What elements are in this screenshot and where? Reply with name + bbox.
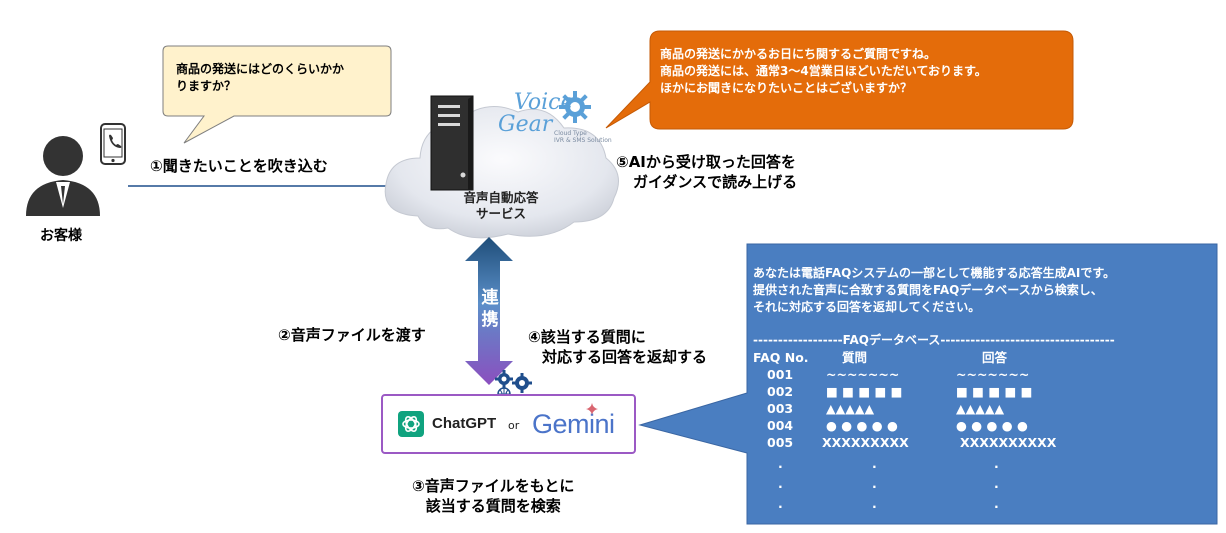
- smartphone-icon: [100, 123, 126, 165]
- reply-speech-bubble: [605, 30, 1074, 130]
- faq-col-no: FAQ No.: [753, 350, 809, 365]
- gemini-label: Gemini: [532, 409, 615, 439]
- chatgpt-icon: [398, 411, 424, 437]
- faq-intro: あなたは電話FAQシステムの一部として機能する応答生成AIです。 提供された音声…: [753, 266, 1116, 314]
- logo-word-gear: Gear: [498, 112, 553, 137]
- faq-db-header: ------------------FAQデータベース-------------…: [753, 333, 1115, 347]
- gemini-sparkle-icon: [586, 403, 598, 415]
- logo-tagline: Cloud Type IVR & SMS Solution: [554, 130, 612, 144]
- faq-panel: [638, 243, 1218, 525]
- customer-person-icon: [26, 136, 100, 216]
- chatgpt-label: ChatGPT: [432, 415, 497, 432]
- step2-label: ②音声ファイルを渡す: [278, 326, 426, 344]
- customer-speech-text: 商品の発送にはどのくらいかか りますか？: [176, 62, 345, 93]
- gear-icon: [559, 91, 591, 123]
- step5-label: ⑤AIから受け取った回答を ガイダンスで読み上げる: [616, 153, 798, 191]
- step3-label: ③音声ファイルをもとに 該当する質問を検索: [412, 477, 575, 515]
- faq-col-question: 質問: [842, 350, 868, 365]
- customer-speech-bubble: [162, 45, 392, 144]
- customer-label: お客様: [40, 228, 82, 244]
- link-label: 連 携: [481, 288, 499, 330]
- server-icon: [430, 95, 474, 191]
- service-label: 音声自動応答 サービス: [463, 190, 539, 221]
- voicegear-logo: Voice Gear Cloud Type IVR & SMS Solution: [496, 86, 616, 150]
- logo-word-voice: Voice: [514, 90, 574, 115]
- step4-label: ④該当する質問に 対応する回答を返却する: [528, 328, 708, 366]
- faq-col-answer: 回答: [982, 350, 1008, 365]
- step1-label: ①聞きたいことを吹き込む: [150, 157, 328, 175]
- or-label: or: [508, 419, 520, 432]
- reply-speech-text: 商品の発送にかかるお日にち関するご質問ですね。 商品の発送には、通常3～4営業日…: [660, 47, 987, 95]
- link-double-arrow: [465, 237, 513, 385]
